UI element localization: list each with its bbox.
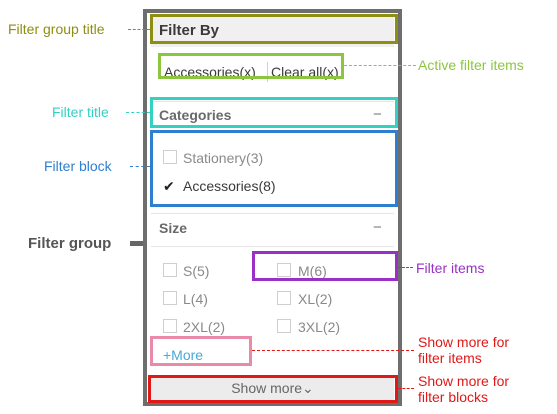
section-divider <box>151 101 394 102</box>
option-size-2xl[interactable]: 2XL(2) <box>183 319 226 335</box>
checkbox-size-xl[interactable] <box>277 291 291 305</box>
more-items-highlight <box>150 336 252 366</box>
checkbox-size-3xl[interactable] <box>277 319 291 333</box>
filter-title-categories[interactable]: Categories <box>159 107 232 123</box>
label-show-more-blocks: Show more for filter blocks <box>418 373 509 405</box>
label-filter-group-title: Filter group title <box>8 21 105 37</box>
more-blocks-highlight <box>148 375 398 403</box>
option-size-s[interactable]: S(5) <box>183 263 210 279</box>
leader-filter-block <box>130 166 150 167</box>
option-stationery[interactable]: Stationery(3) <box>183 150 264 166</box>
filter-title-size[interactable]: Size <box>159 220 188 236</box>
checkmark-icon[interactable]: ✔ <box>163 178 175 194</box>
checkbox-size-m[interactable] <box>277 263 291 277</box>
filter-title-highlight <box>150 97 398 128</box>
label-filter-items: Filter items <box>416 260 485 276</box>
leader-group-title <box>128 29 150 30</box>
leader-more-blocks <box>398 388 414 389</box>
section-divider <box>151 213 394 214</box>
filter-group-title: Filter By <box>159 22 220 39</box>
label-filter-title: Filter title <box>52 104 109 120</box>
option-size-m[interactable]: M(6) <box>298 263 327 279</box>
active-items-highlight <box>158 53 344 79</box>
label-active-filter-items: Active filter items <box>418 57 524 73</box>
show-more-button[interactable]: Show more⌄ <box>231 380 314 396</box>
section-divider <box>151 246 394 247</box>
checkbox-size-s[interactable] <box>163 263 177 277</box>
leader-filter-items <box>398 267 413 268</box>
more-filter-items-link[interactable]: +More <box>163 347 204 363</box>
collapse-categories-icon[interactable]: − <box>373 106 382 123</box>
checkbox-size-2xl[interactable] <box>163 319 177 333</box>
checkbox-stationery[interactable] <box>163 150 177 164</box>
filter-group-marker <box>130 241 143 246</box>
label-show-more-blocks-line1: Show more for <box>418 373 510 389</box>
group-title-highlight <box>150 14 398 44</box>
label-show-more-items-line1: Show more for <box>418 334 510 350</box>
option-size-xl[interactable]: XL(2) <box>298 291 333 307</box>
option-accessories[interactable]: Accessories(8) <box>183 178 276 194</box>
filter-block-highlight <box>150 130 398 207</box>
checkbox-size-l[interactable] <box>163 291 177 305</box>
label-show-more-items: Show more for filter items <box>418 334 509 366</box>
collapse-size-icon[interactable]: − <box>373 219 382 236</box>
filter-items-highlight <box>252 251 398 281</box>
leader-filter-title <box>126 112 150 113</box>
label-show-more-blocks-line2: filter blocks <box>418 389 489 405</box>
label-filter-block: Filter block <box>44 158 112 174</box>
label-show-more-items-line2: filter items <box>418 350 482 366</box>
option-size-3xl[interactable]: 3XL(2) <box>298 319 341 335</box>
label-filter-group: Filter group <box>28 235 112 252</box>
chip-divider <box>267 62 268 82</box>
leader-more-items <box>252 350 414 351</box>
leader-active-items <box>344 65 416 66</box>
option-size-l[interactable]: L(4) <box>183 291 208 307</box>
show-more-bar <box>151 376 394 402</box>
